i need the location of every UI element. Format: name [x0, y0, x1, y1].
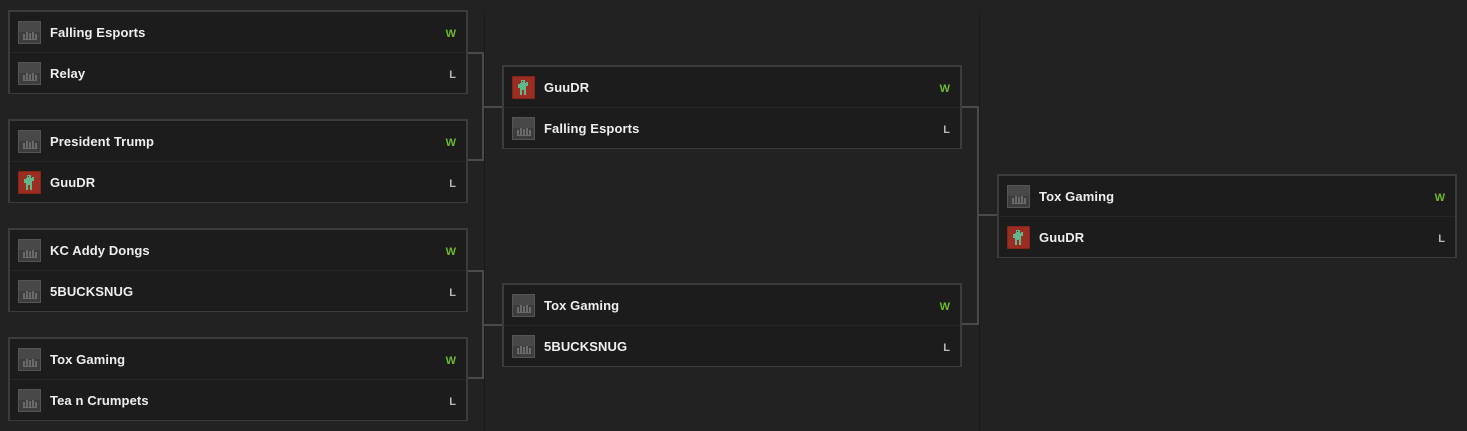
team-row[interactable]: 5BUCKSNUG L	[10, 271, 466, 311]
bracket-connector	[962, 106, 979, 108]
team-name: Tox Gaming	[1039, 188, 1115, 204]
guudr-logo	[18, 171, 41, 194]
team-row[interactable]: GuuDR L	[10, 162, 466, 202]
result-win-badge: W	[939, 300, 950, 313]
team-name: Relay	[50, 65, 86, 81]
result-win-badge: W	[445, 136, 456, 149]
team-name: GuuDR	[1039, 229, 1085, 245]
match-round2-1[interactable]: GuuDR W Falling Esports L	[502, 65, 962, 149]
bracket-connector	[482, 324, 502, 326]
team-row[interactable]: Falling Esports W	[10, 12, 466, 53]
match-round1-3[interactable]: KC Addy Dongs W 5BUCKSNUG L	[8, 228, 468, 312]
team-row[interactable]: Tox Gaming W	[10, 339, 466, 380]
team-name: 5BUCKSNUG	[50, 283, 134, 299]
result-loss-badge: L	[1438, 232, 1445, 245]
bracket-connector	[467, 159, 484, 161]
team-name: Falling Esports	[50, 24, 146, 40]
guudr-logo	[1007, 226, 1030, 249]
result-loss-badge: L	[449, 177, 456, 190]
team-row[interactable]: KC Addy Dongs W	[10, 230, 466, 271]
bracket-connector	[467, 377, 484, 379]
team-name: President Trump	[50, 133, 155, 149]
team-placeholder-logo	[18, 21, 41, 44]
result-win-badge: W	[1434, 191, 1445, 204]
result-loss-badge: L	[943, 123, 950, 136]
team-placeholder-logo	[512, 335, 535, 358]
team-name: GuuDR	[544, 79, 590, 95]
team-row[interactable]: Tox Gaming W	[504, 285, 960, 326]
team-placeholder-logo	[18, 130, 41, 153]
guudr-logo	[512, 76, 535, 99]
result-win-badge: W	[445, 354, 456, 367]
result-win-badge: W	[445, 27, 456, 40]
result-loss-badge: L	[449, 286, 456, 299]
team-row[interactable]: Tox Gaming W	[999, 176, 1455, 217]
team-row[interactable]: Falling Esports L	[504, 108, 960, 148]
team-placeholder-logo	[18, 348, 41, 371]
team-name: Tox Gaming	[50, 351, 126, 367]
team-placeholder-logo	[18, 62, 41, 85]
team-placeholder-logo	[18, 239, 41, 262]
team-name: Tox Gaming	[544, 297, 620, 313]
team-row[interactable]: GuuDR L	[999, 217, 1455, 257]
round-divider	[484, 10, 485, 431]
bracket-connector	[467, 52, 484, 54]
team-row[interactable]: 5BUCKSNUG L	[504, 326, 960, 366]
team-name: KC Addy Dongs	[50, 242, 150, 258]
match-round1-2[interactable]: President Trump W GuuDR L	[8, 119, 468, 203]
team-name: GuuDR	[50, 174, 96, 190]
result-loss-badge: L	[449, 68, 456, 81]
round-divider	[979, 10, 980, 431]
result-win-badge: W	[445, 245, 456, 258]
team-name: Tea n Crumpets	[50, 392, 149, 408]
team-placeholder-logo	[512, 294, 535, 317]
match-round1-4[interactable]: Tox Gaming W Tea n Crumpets L	[8, 337, 468, 421]
team-row[interactable]: GuuDR W	[504, 67, 960, 108]
team-placeholder-logo	[18, 389, 41, 412]
result-win-badge: W	[939, 82, 950, 95]
team-placeholder-logo	[1007, 185, 1030, 208]
bracket-connector	[962, 323, 979, 325]
match-round1-1[interactable]: Falling Esports W Relay L	[8, 10, 468, 94]
team-name: 5BUCKSNUG	[544, 338, 628, 354]
bracket-connector	[482, 106, 502, 108]
team-row[interactable]: President Trump W	[10, 121, 466, 162]
team-placeholder-logo	[512, 117, 535, 140]
result-loss-badge: L	[449, 395, 456, 408]
team-name: Falling Esports	[544, 120, 640, 136]
bracket-connector	[977, 214, 997, 216]
match-final[interactable]: Tox Gaming W GuuDR L	[997, 174, 1457, 258]
team-placeholder-logo	[18, 280, 41, 303]
match-round2-2[interactable]: Tox Gaming W 5BUCKSNUG L	[502, 283, 962, 367]
team-row[interactable]: Tea n Crumpets L	[10, 380, 466, 420]
result-loss-badge: L	[943, 341, 950, 354]
bracket-connector	[467, 270, 484, 272]
team-row[interactable]: Relay L	[10, 53, 466, 93]
